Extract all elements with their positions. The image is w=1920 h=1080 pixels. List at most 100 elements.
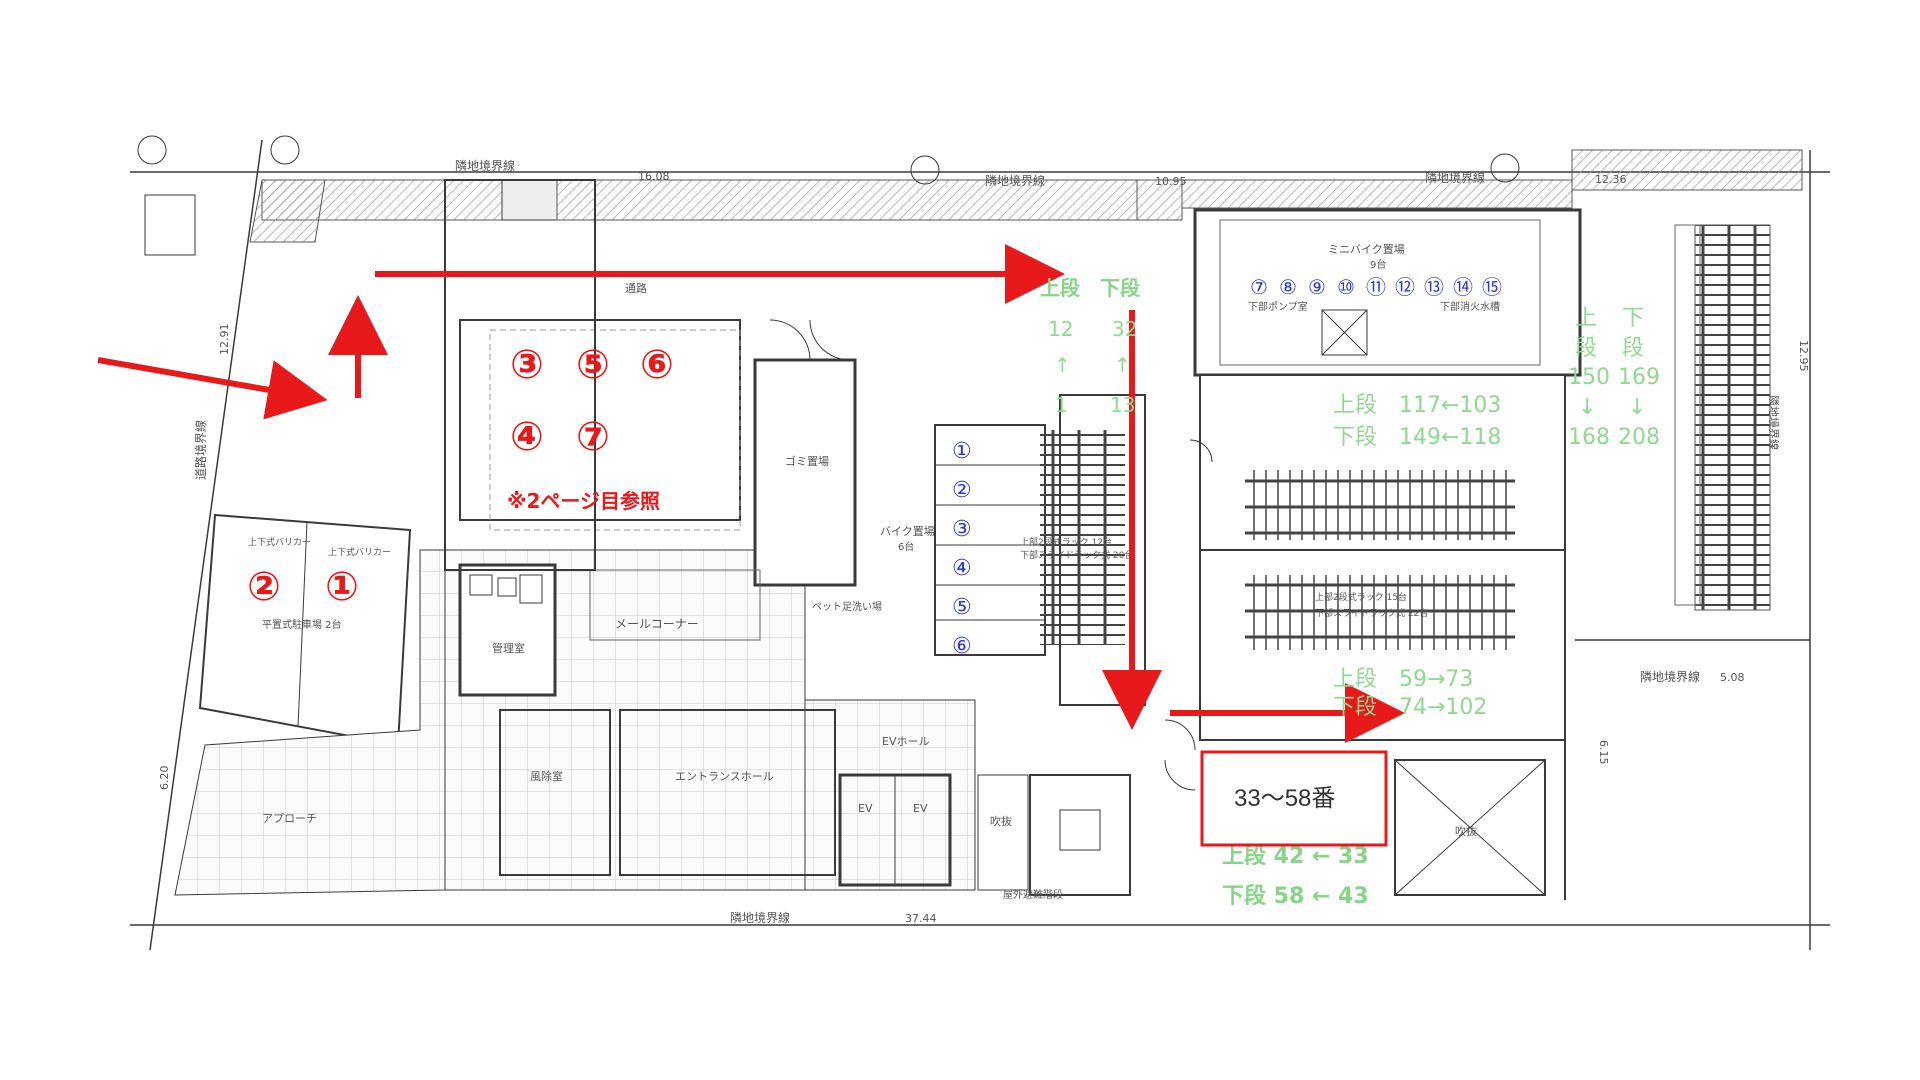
minibike-slot-15: ⑮ [1482,275,1502,299]
atrium-label-2: 吹抜 [990,814,1012,828]
low-room-lower: 下段 74→102 [1333,695,1487,720]
bike-parking-label: バイク置場 [880,525,935,538]
bike-slot-1: ① [952,439,972,464]
minibike-slot-13: ⑬ [1424,275,1444,299]
car-slot-3: ③ [510,342,544,388]
dim-top-1: 16.08 [638,170,670,183]
right-c2-top: 169 [1618,365,1660,390]
boundary-top-label-2: 隣地境界線 [985,173,1045,188]
barrier-free-2-label: 上下式バリカー [328,546,391,558]
ev-label-1: EV [858,802,873,815]
bottom-upper: 上段 42 ← 33 [1222,843,1369,869]
dim-top-2: 10.95 [1155,175,1187,188]
dim-right-3: 6.15 [1597,740,1610,765]
rack-c-label: 上部2段式ラック 15台 [1315,591,1407,603]
dim-right-1: 5.08 [1720,671,1745,684]
boundary-left-label: 道路境界線 [193,420,208,480]
car-slot-4: ④ [510,414,544,460]
bike-numbers: ① ② ③ ④ ⑤ ⑥ ⑦ ⑧ ⑨ ⑩ ⑪ ⑫ ⑬ ⑭ ⑮ [952,275,1502,659]
mid-room-lower: 下段 149←118 [1333,425,1501,450]
car-parking-numbers: ② ① ③ ⑤ ⑥ ④ ⑦ ※2ページ目参照 [247,342,674,610]
right-upper-char: 上 [1575,306,1597,331]
right-c2-arrow: ↓ [1628,395,1646,420]
dim-right-2: 12.95 [1797,340,1810,372]
car-slot-2: ② [247,564,281,610]
range-col1-bot: 1 [1055,393,1068,417]
garbage-label: ゴミ置場 [785,454,829,468]
boundary-right-label-2: 隣地境界線 [1767,395,1781,450]
windbreak-label: 風除室 [530,769,563,783]
range-col2-bot: 13 [1110,393,1135,417]
fire-tank-label: 下部消火水槽 [1440,300,1500,313]
page2-note: ※2ページ目参照 [507,489,660,513]
bicycle-range-labels: 上段 下段 12 ↑ 1 32 ↑ 13 上 下 段 段 150 169 ↓ ↓… [1040,276,1660,909]
range-col2-arrow: ↑ [1114,353,1131,377]
dim-top-3: 12.36 [1595,173,1627,186]
right-c1-arrow: ↓ [1578,395,1596,420]
mid-room-upper: 上段 117←103 [1333,393,1501,418]
ev-hall-label: EVホール [882,735,929,748]
bike-slot-6: ⑥ [952,634,972,659]
rack-d-label: 下部スライドラック式 22台 [1315,607,1428,619]
flat-parking-label: 平置式駐車場 2台 [262,618,342,631]
dim-bottom: 37.44 [905,912,937,925]
ev-label-2: EV [913,802,928,815]
bike-slot-2: ② [952,478,972,503]
car-slot-1: ① [325,564,359,610]
boundary-top-label: 隣地境界線 [455,158,515,173]
boundary-top-label-3: 隣地境界線 [1425,170,1485,185]
approach-label: アプローチ [262,812,317,825]
passage-label: 通路 [625,282,647,295]
bike-count-label: 6台 [898,540,914,553]
route-arrow-entry [97,357,328,420]
bike-slot-3: ③ [952,517,972,542]
range-box-label: 33～58番 [1234,785,1335,812]
minibike-slot-12: ⑫ [1395,275,1415,299]
plan-labels: 隣地境界線 16.08 隣地境界線 10.95 隣地境界線 12.36 道路境界… [158,158,1810,925]
car-slot-7: ⑦ [576,414,610,460]
minibike-slot-8: ⑧ [1279,275,1297,299]
minibike-slot-11: ⑪ [1366,275,1386,299]
dim-left-2: 6.20 [158,766,171,791]
dim-left: 12.91 [218,324,231,356]
barrier-free-1-label: 上下式バリカー [248,536,311,548]
range-box-33-58: 33～58番 [1200,750,1388,847]
pet-wash-label: ペット足洗い場 [812,600,882,613]
boundary-right-label: 隣地境界線 [1640,669,1700,684]
low-room-upper: 上段 59→73 [1333,667,1473,692]
boundary-bottom-label: 隣地境界線 [730,910,790,925]
minibike-count-label: 9台 [1370,258,1386,271]
minibike-label: ミニバイク置場 [1328,243,1405,256]
range-col1-top: 12 [1048,317,1073,341]
minibike-slot-7: ⑦ [1250,275,1268,299]
atrium-label-1: 吹抜 [1455,824,1477,838]
rack-a-label: 上部2段式ラック 12台 [1020,536,1112,548]
right-c1-bot: 168 [1568,425,1610,450]
bottom-lower: 下段 58 ← 43 [1222,883,1369,909]
outer-stairs-label: 屋外避難階段 [1003,888,1063,901]
bike-slot-4: ④ [952,556,972,581]
entrance-hall-label: エントランスホール [675,770,774,783]
route-arrows [97,244,1405,743]
right-dan-2: 段 [1622,336,1644,361]
plan-linework [130,135,1830,951]
right-dan-1: 段 [1575,336,1597,361]
right-c1-top: 150 [1568,365,1610,390]
car-slot-5: ⑤ [576,342,610,388]
minibike-slot-9: ⑨ [1308,275,1326,299]
car-slot-6: ⑥ [640,342,674,388]
rack-b-label: 下部スライドラック式 20台 [1020,549,1133,561]
bike-slot-5: ⑤ [952,595,972,620]
range-upper-header: 上段 [1040,276,1080,300]
right-c2-bot: 208 [1618,425,1660,450]
right-lower-char: 下 [1622,306,1644,331]
range-col1-arrow: ↑ [1054,353,1071,377]
range-col2-top: 32 [1112,317,1137,341]
mail-corner-label: メールコーナー [615,617,699,631]
minibike-slot-10: ⑩ [1337,275,1355,299]
management-label: 管理室 [492,641,525,655]
pump-room-label: 下部ポンプ室 [1248,300,1308,313]
minibike-slot-14: ⑭ [1453,275,1473,299]
